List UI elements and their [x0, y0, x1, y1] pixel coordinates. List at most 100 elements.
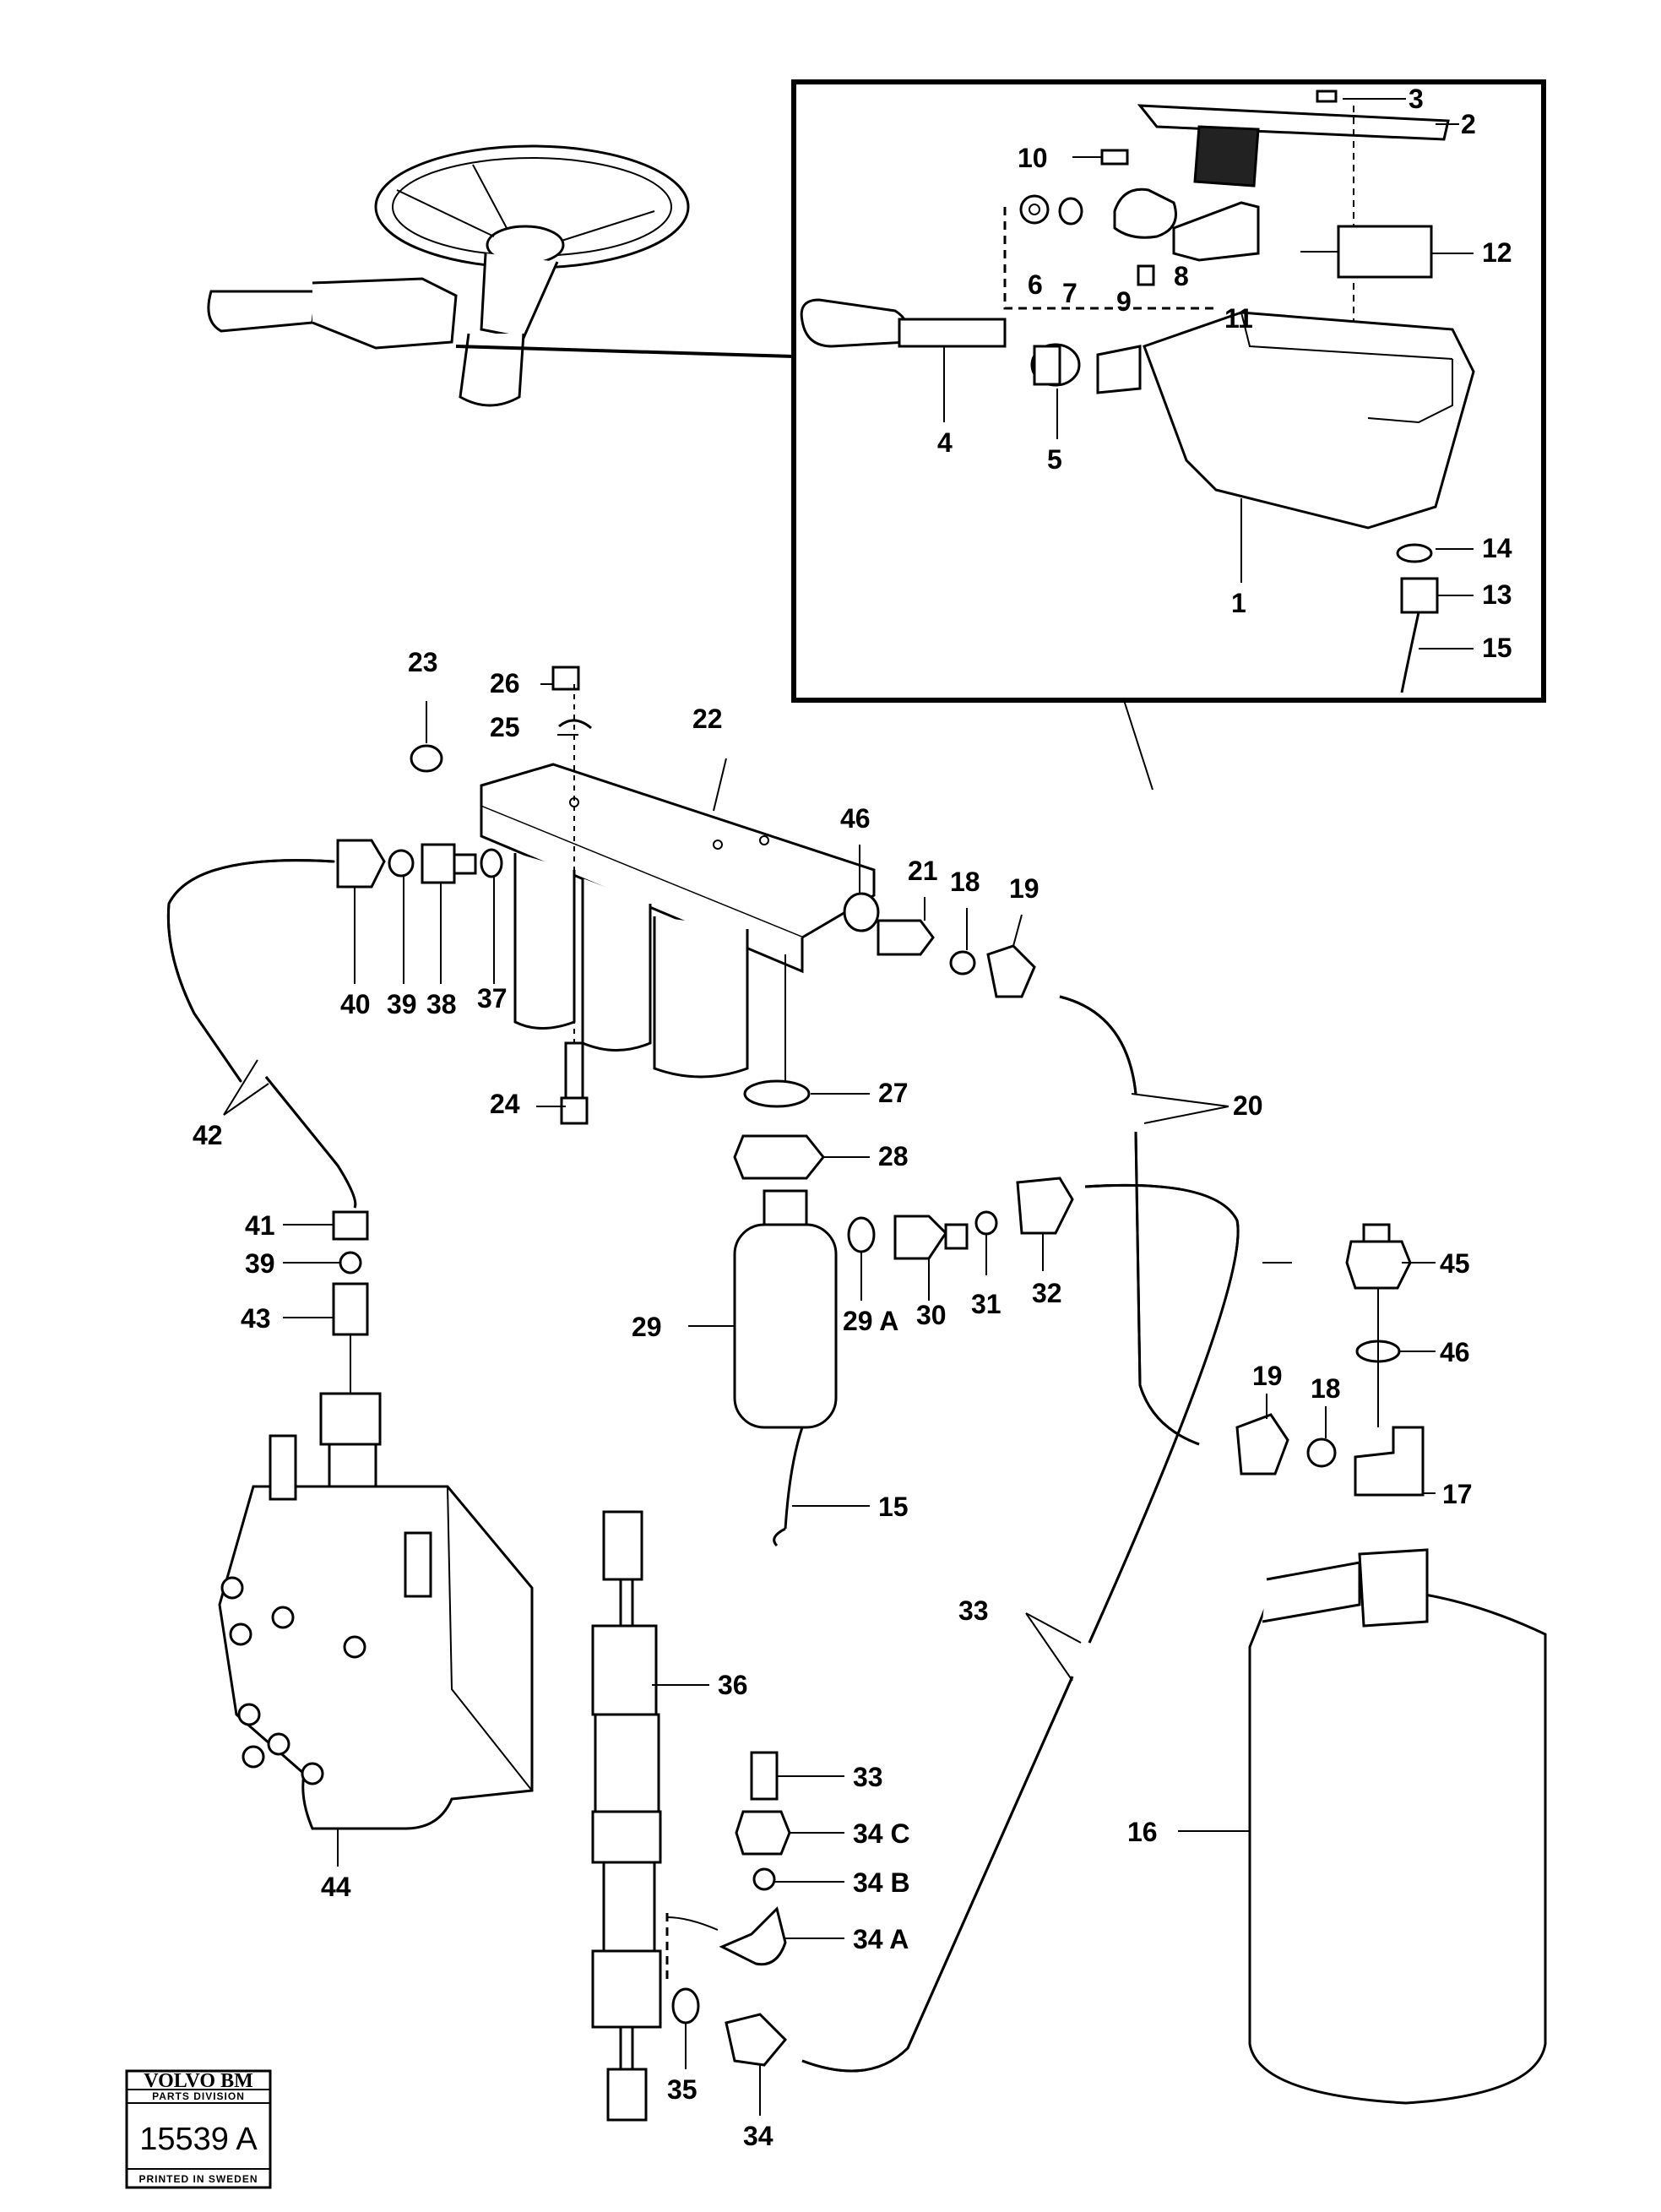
- seal-27: [743, 1079, 811, 1108]
- nut-13: [1400, 577, 1439, 614]
- callout-39-lower: 39: [245, 1248, 275, 1279]
- callout-3: 3: [1409, 84, 1424, 114]
- callout-44: 44: [321, 1872, 351, 1902]
- callout-16: 16: [1127, 1817, 1158, 1847]
- washer-46-left-block: [843, 892, 880, 932]
- assembly-dashed-line: [1003, 207, 1216, 310]
- callout-38: 38: [426, 989, 457, 1019]
- callout-46-upper: 46: [840, 803, 871, 834]
- callout-21: 21: [908, 856, 938, 886]
- callout-22: 22: [692, 704, 723, 734]
- callout-37: 37: [477, 983, 508, 1014]
- washer-35: [671, 1987, 700, 2024]
- set-screw-8: [1137, 264, 1155, 286]
- callout-8: 8: [1174, 261, 1189, 291]
- detail-frame: [791, 79, 1546, 703]
- olive-18-lower: [1306, 1438, 1337, 1468]
- callout-5: 5: [1047, 444, 1062, 475]
- hose-42-upper-inner: [166, 859, 334, 1082]
- elbow-17: [1354, 1426, 1425, 1497]
- elbow-leader-line: [666, 1916, 719, 1931]
- nut-19-lower: [1235, 1413, 1289, 1476]
- washer-6: [1019, 194, 1050, 225]
- leader-lines: [223, 98, 1474, 2116]
- cylinders-under-block: [513, 853, 749, 1079]
- callout-41: 41: [245, 1210, 275, 1241]
- callout-46-lower: 46: [1440, 1337, 1470, 1367]
- hose-33-upper: [1084, 1183, 1240, 1644]
- callout-10: 10: [1018, 143, 1048, 173]
- nut-19-upper: [986, 944, 1036, 998]
- nut-41: [332, 1210, 369, 1241]
- olive-39-upper: [388, 849, 415, 878]
- hose-33-lower-inner: [801, 1676, 1074, 2073]
- bracket-plate-2: [1137, 90, 1450, 188]
- callout-15-upper: 15: [1482, 633, 1512, 663]
- fitting-21: [877, 919, 935, 956]
- cylinder-36: [591, 1510, 662, 2122]
- stamp-brand: VOLVO BM: [144, 2070, 253, 2092]
- bracket-11: [1172, 201, 1260, 262]
- stamp-drawing-number: 15539 A: [139, 2122, 258, 2157]
- callout-2: 2: [1461, 109, 1476, 139]
- callout-36: 36: [718, 1670, 748, 1700]
- callout-19-lower: 19: [1252, 1361, 1283, 1391]
- callout-18-upper: 18: [950, 867, 980, 897]
- callout-40: 40: [340, 989, 371, 1019]
- bolt-24: [560, 1041, 589, 1125]
- callout-1: 1: [1231, 588, 1246, 618]
- callout-26: 26: [490, 668, 520, 698]
- stamp-division: PARTS DIVISION: [152, 2090, 245, 2102]
- screw-10: [1100, 149, 1129, 166]
- callout-14: 14: [1482, 533, 1512, 563]
- callout-34a: 34 A: [853, 1924, 909, 1954]
- hose-20-upper-inner: [1059, 995, 1137, 1095]
- bushing-5: [1030, 343, 1081, 387]
- callout-17: 17: [1442, 1479, 1473, 1509]
- hose-33-lower: [801, 1676, 1074, 2073]
- callout-25: 25: [490, 712, 520, 742]
- callout-43: 43: [241, 1303, 271, 1334]
- hose-20-lower-inner: [1134, 1131, 1200, 1446]
- tank-16: [1248, 1548, 1547, 2105]
- olive-31: [974, 1210, 998, 1236]
- accumulator-29: [733, 1189, 838, 1530]
- hose-33-upper-inner: [1084, 1183, 1240, 1644]
- switch-12: [1300, 225, 1433, 279]
- cable-15-lower-end: [773, 1527, 786, 1547]
- washer-14: [1396, 543, 1433, 563]
- washer-37: [480, 848, 503, 878]
- callout-33-lower: 33: [853, 1762, 883, 1792]
- knob-4: [800, 298, 1007, 348]
- callout-32: 32: [1032, 1278, 1062, 1308]
- stamp-printed: PRINTED IN SWEDEN: [138, 2173, 258, 2185]
- callout-7: 7: [1062, 278, 1077, 308]
- volvo-bm-stamp: VOLVO BM PARTS DIVISION 15539 A PRINTED …: [125, 2069, 272, 2189]
- olive-34b: [752, 1867, 776, 1891]
- olive-18-upper: [949, 950, 976, 976]
- lever-9: [1113, 188, 1177, 239]
- callout-31: 31: [971, 1289, 1001, 1319]
- callout-34: 34: [743, 2121, 774, 2151]
- callout-18-lower: 18: [1311, 1373, 1341, 1404]
- callout-29: 29: [632, 1312, 662, 1342]
- callout-19-upper: 19: [1009, 873, 1039, 904]
- callout-4: 4: [937, 427, 953, 458]
- hose-end-33: [750, 1751, 779, 1801]
- callout-39-upper: 39: [387, 989, 417, 1019]
- callout-35: 35: [667, 2074, 698, 2105]
- callout-34b: 34 B: [853, 1867, 910, 1898]
- nut-28: [733, 1134, 825, 1180]
- callout-13: 13: [1482, 579, 1512, 610]
- fitting-34: [725, 2013, 788, 2067]
- callout-15-lower: 15: [878, 1492, 909, 1522]
- callout-29a: 29 A: [843, 1306, 898, 1336]
- callout-27: 27: [878, 1078, 909, 1108]
- callout-33-upper: 33: [958, 1595, 989, 1626]
- hose-42-lower-inner: [264, 1076, 357, 1209]
- callout-9: 9: [1116, 286, 1132, 317]
- control-valve-44: [218, 1392, 534, 1830]
- callout-12: 12: [1482, 237, 1512, 268]
